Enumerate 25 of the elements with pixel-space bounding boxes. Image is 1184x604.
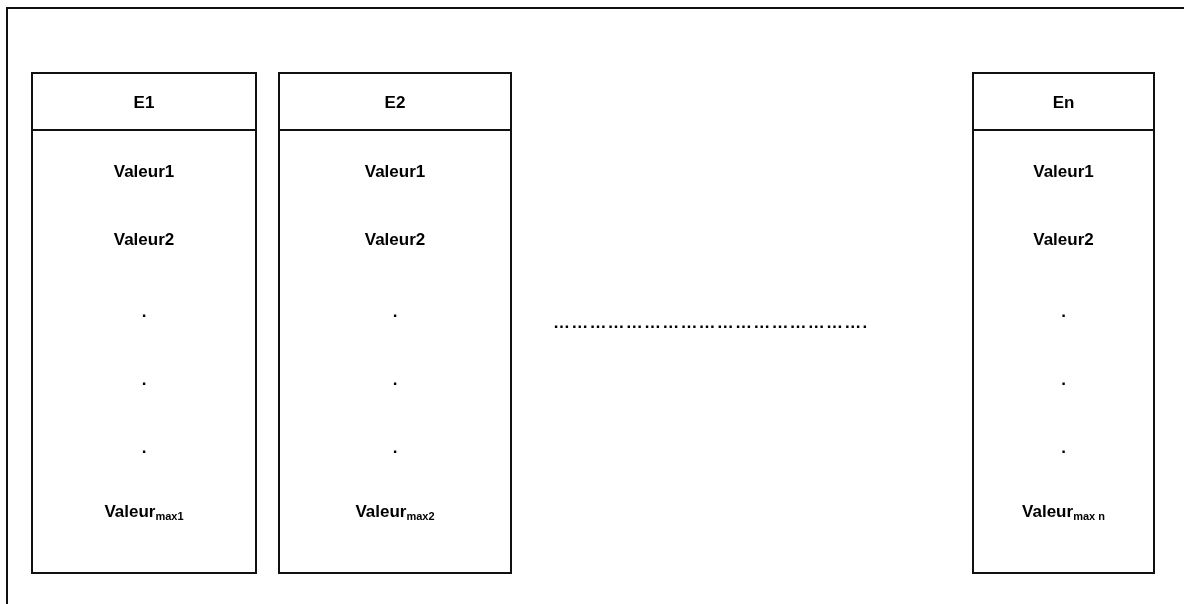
value-text: Valeur1 bbox=[112, 161, 176, 183]
value-text: . bbox=[1060, 301, 1067, 323]
entity-name: E1 bbox=[132, 92, 156, 114]
value-text: . bbox=[1060, 369, 1067, 391]
value-text: . bbox=[391, 369, 399, 391]
value-text: Valeur1 bbox=[1032, 161, 1095, 183]
value-text: . bbox=[391, 301, 399, 323]
entity-name: E2 bbox=[383, 92, 407, 114]
ellipsis-text: ……………………………………………. bbox=[553, 312, 869, 334]
entity-column bbox=[278, 72, 512, 574]
value-text: . bbox=[140, 301, 148, 323]
value-text: . bbox=[140, 437, 148, 459]
entity-name: En bbox=[1051, 92, 1076, 114]
value-text: Valeur$_{max1}$ bbox=[103, 501, 185, 524]
value-text: . bbox=[140, 369, 148, 391]
value-text: Valeur1 bbox=[363, 161, 427, 183]
value-text: . bbox=[1060, 437, 1067, 459]
value-text: Valeur2 bbox=[112, 229, 176, 251]
value-text: Valeur$_{max n}$ bbox=[1021, 501, 1106, 524]
entity-column bbox=[31, 72, 257, 574]
value-text: Valeur2 bbox=[1032, 229, 1095, 251]
value-text: Valeur2 bbox=[363, 229, 427, 251]
value-text: Valeur$_{max2}$ bbox=[354, 501, 436, 524]
entity-column bbox=[972, 72, 1155, 574]
value-text: . bbox=[391, 437, 399, 459]
